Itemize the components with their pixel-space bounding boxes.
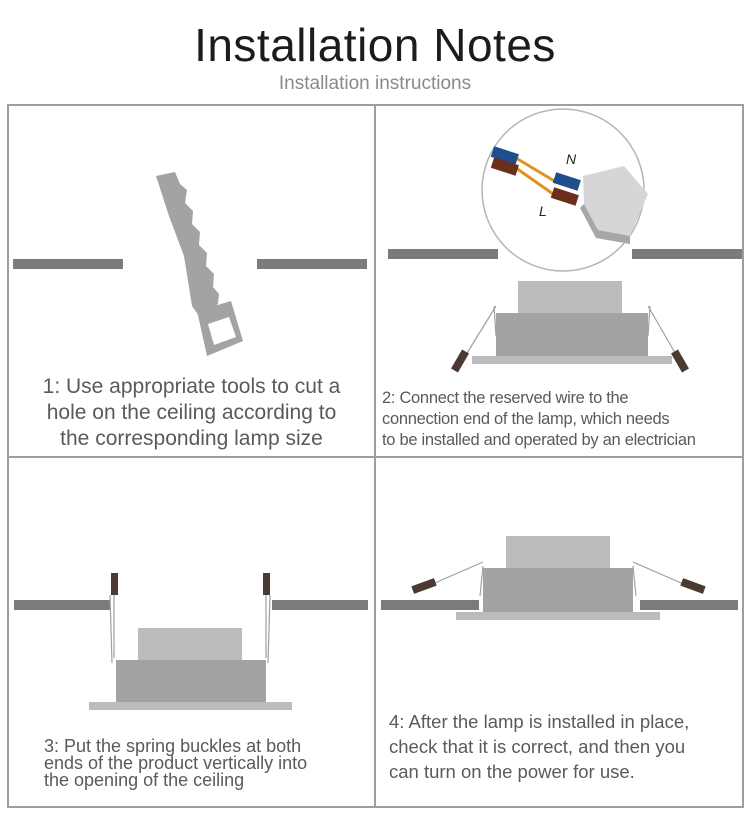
spring-clip-icon bbox=[411, 561, 706, 597]
step-2-line-3: to be installed and operated by an elect… bbox=[382, 431, 696, 449]
step-2-panel: N L 2: Connect the reserved wire to the … bbox=[376, 106, 742, 456]
step-1-line-1: 1: Use appropriate tools to cut a bbox=[42, 375, 341, 398]
step-4-panel: 4: After the lamp is installed in place,… bbox=[376, 458, 742, 806]
step-3-line-3: the opening of the ceiling bbox=[44, 770, 245, 790]
page-subtitle: Installation instructions bbox=[278, 73, 472, 94]
ceiling-left bbox=[388, 249, 498, 259]
ceiling-right bbox=[272, 600, 368, 610]
step-3-caption: 3: Put the spring buckles at both ends o… bbox=[44, 736, 374, 790]
frame-left bbox=[7, 104, 9, 808]
step-4-caption: 4: After the lamp is installed in place,… bbox=[389, 709, 742, 784]
live-label: L bbox=[539, 203, 547, 219]
ceiling-right bbox=[257, 259, 367, 269]
spring-buckle-illustration bbox=[14, 573, 368, 710]
saw-icon bbox=[156, 172, 243, 356]
step-1-line-3: the corresponding lamp size bbox=[60, 427, 323, 450]
step-3-panel: 3: Put the spring buckles at both ends o… bbox=[9, 458, 374, 806]
ceiling-left bbox=[14, 600, 110, 610]
step-2-caption: 2: Connect the reserved wire to the conn… bbox=[382, 388, 742, 451]
wire-connector-icon: N L bbox=[481, 108, 648, 272]
wiring-illustration: N L bbox=[388, 108, 742, 373]
step-1-line-2: hole on the ceiling according to bbox=[46, 401, 337, 424]
step-3-line-1: 3: Put the spring buckles at both bbox=[44, 736, 302, 756]
step-4-line-3: can turn on the power for use. bbox=[389, 761, 635, 782]
frame-right bbox=[742, 104, 744, 808]
installed-lamp-illustration bbox=[381, 536, 738, 620]
step-4-line-1: 4: After the lamp is installed in place, bbox=[389, 711, 690, 732]
neutral-label: N bbox=[566, 151, 577, 167]
ceiling-right bbox=[640, 600, 738, 610]
step-3-line-2: ends of the product vertically into bbox=[44, 753, 308, 773]
ceiling-right bbox=[632, 249, 742, 259]
spring-clip-icon bbox=[451, 305, 689, 373]
page-title: Installation Notes bbox=[194, 19, 556, 71]
downlight-lamp-icon bbox=[89, 628, 292, 710]
ceiling-left bbox=[381, 600, 479, 610]
step-4-line-2: check that it is correct, and then you bbox=[389, 736, 686, 757]
downlight-lamp-icon bbox=[472, 281, 672, 364]
frame-center bbox=[374, 104, 376, 808]
step-2-line-1: 2: Connect the reserved wire to the bbox=[382, 389, 629, 407]
ceiling-left bbox=[13, 259, 123, 269]
saw-illustration bbox=[13, 172, 367, 356]
step-1-panel: 1: Use appropriate tools to cut a hole o… bbox=[9, 106, 374, 456]
step-1-caption: 1: Use appropriate tools to cut a hole o… bbox=[9, 374, 374, 452]
step-2-line-2: connection end of the lamp, which needs bbox=[382, 410, 670, 428]
downlight-lamp-icon bbox=[456, 536, 660, 620]
spring-clip-icon bbox=[109, 573, 271, 664]
